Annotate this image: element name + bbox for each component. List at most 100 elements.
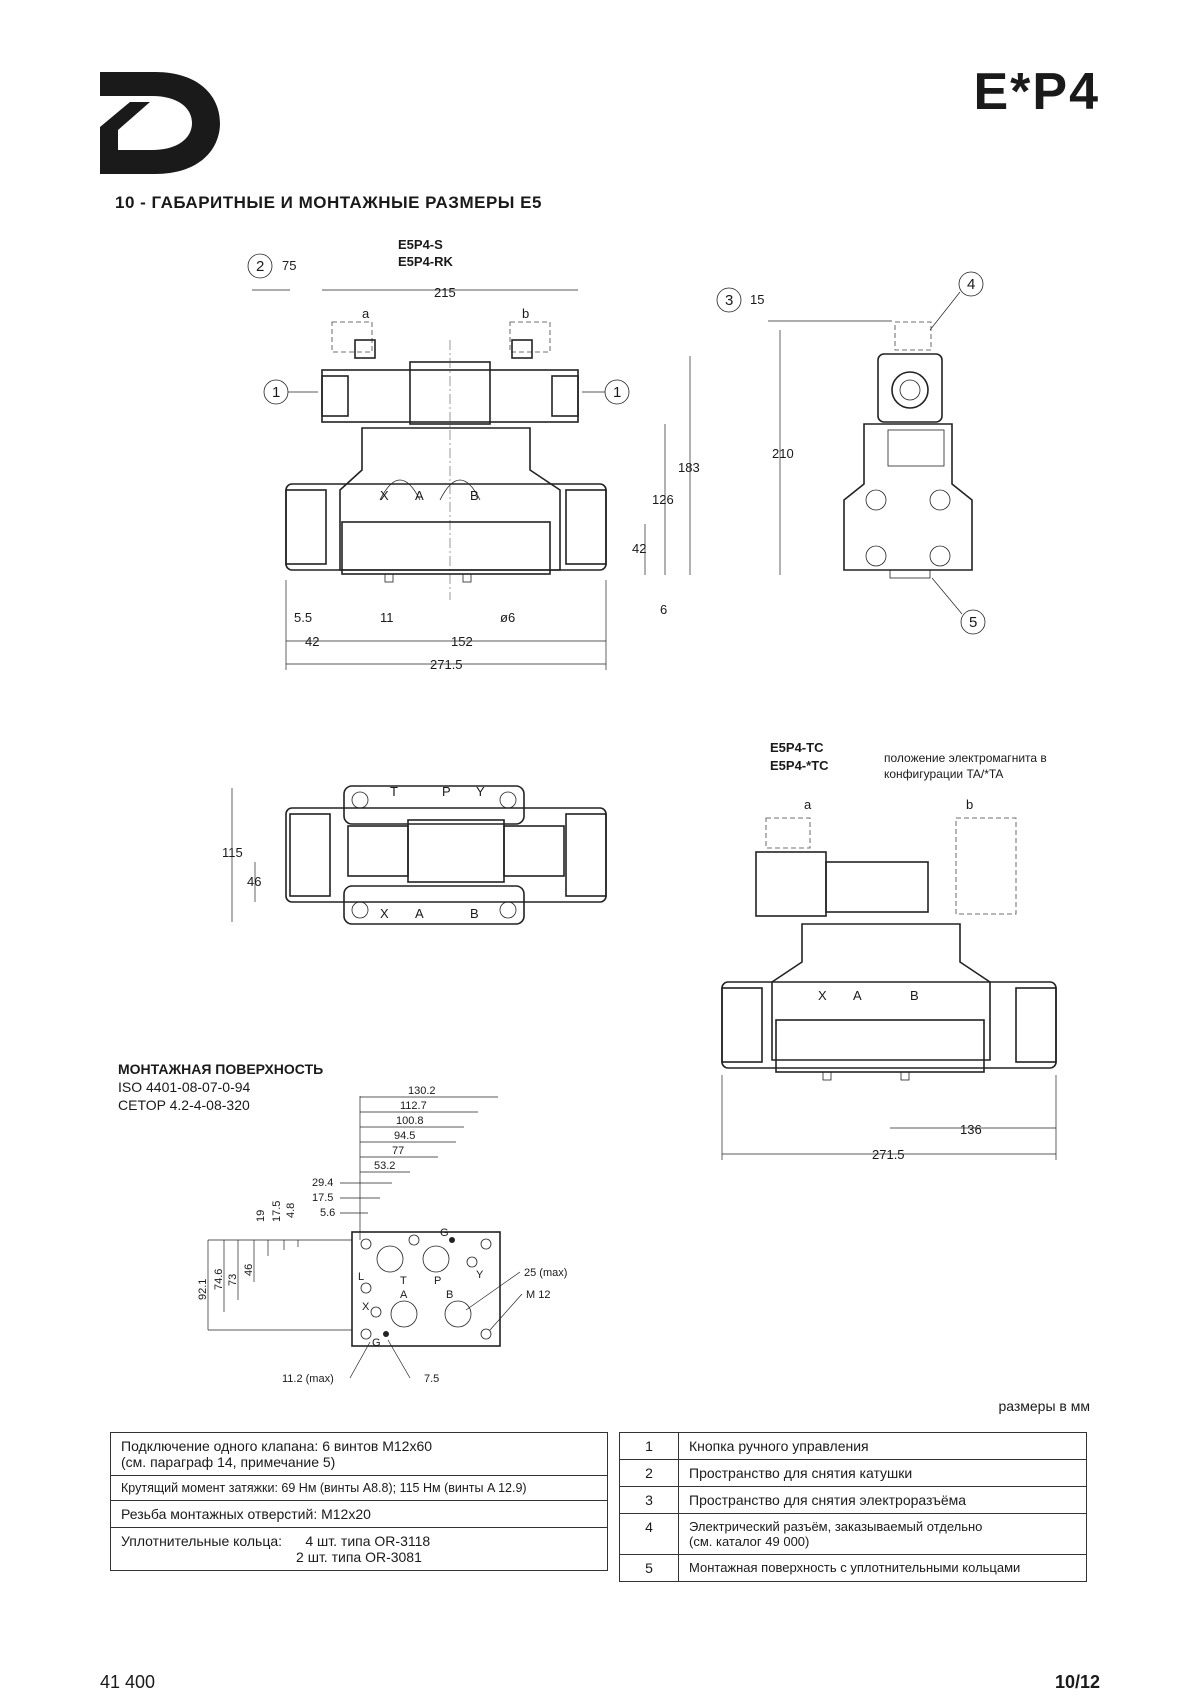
tc-note-line2: конфигурации TA/*TA [884,767,1003,781]
note-port-max: 25 (max) [524,1267,567,1279]
solenoid-b-label: b [522,306,529,321]
vdim-0: 19 [255,1210,267,1222]
mounting-cetop: CETOP 4.2-4-08-320 [118,1097,250,1113]
tc-solenoid-a: a [804,797,812,812]
plate-label-t: T [400,1275,407,1287]
hdim-7: 17.5 [312,1192,333,1204]
legend-text: Пространство для снятия электроразъёма [678,1486,1087,1514]
vdim-6: 46 [243,1264,255,1276]
plate-label-y: Y [476,1269,484,1281]
legend-text: Электрический разъём, заказываемый отдел… [678,1513,1087,1555]
units-note: размеры в мм [998,1398,1090,1414]
info-row-screws: Подключение одного клапана: 6 винтов M12… [110,1432,608,1476]
vdim-1: 17.5 [271,1201,283,1222]
tc-view: E5P4-TC E5P4-*TC положение электромагнит… [721,740,1057,1162]
front-port-b: B [470,488,479,503]
plate-label-a: A [400,1289,408,1301]
front-port-a: A [415,488,424,503]
side-view: 3 15 210 4 5 [716,271,986,635]
top-port-a: A [415,906,424,921]
dim-left-offset: 42 [305,634,319,649]
legend-num: 4 [619,1513,679,1555]
callout-3: 3 [725,292,733,309]
legend-num: 2 [619,1459,679,1487]
solenoid-a-label: a [362,306,370,321]
dim-pin-spacing: 11 [380,610,394,625]
plate-label-p: P [434,1275,441,1287]
top-port-p: P [442,784,451,799]
note-pin-dim: 7.5 [424,1373,439,1385]
dim-top-width: 115 [222,845,243,860]
hdim-6: 29.4 [312,1177,333,1189]
tc-note-line1: положение электромагнита в [884,751,1047,765]
mounting-iso: ISO 4401-08-07-0-94 [118,1079,251,1095]
hdim-1: 112.7 [400,1100,427,1112]
tc-port-a: A [853,988,862,1003]
front-view: E5P4-S E5P4-RK 2 75 215 a b 1 1 [247,237,700,672]
legend-text: Пространство для снятия катушки [678,1459,1087,1487]
duplomatic-logo [100,72,220,174]
hdim-0: 130.2 [408,1085,436,1097]
technical-drawing: E5P4-S E5P4-RK 2 75 215 a b 1 1 [118,237,1057,1385]
dim-height-port: 42 [632,541,646,556]
callout-1-left: 1 [272,384,280,401]
mounting-title: МОНТАЖНАЯ ПОВЕРХНОСТЬ [118,1061,323,1077]
callout-4: 4 [967,276,975,293]
top-port-y: Y [476,784,485,799]
dim-side-height: 210 [772,446,794,461]
callout-circle-2 [247,253,273,279]
front-model-1: E5P4-S [398,237,443,252]
model-code: E*P4 [973,63,1100,121]
hdim-2: 100.8 [396,1115,424,1127]
page-number: 10/12 [1054,1672,1100,1692]
tc-solenoid-b: b [966,797,973,812]
front-model-2: E5P4-RK [398,254,454,269]
info-row-thread: Резьба монтажных отверстий: M12x20 [110,1500,608,1528]
plate-label-l: L [358,1271,364,1283]
tc-port-b: B [910,988,919,1003]
dim-top-offset: 46 [247,874,261,889]
callout-1-right: 1 [613,384,621,401]
legend-num: 1 [619,1432,679,1460]
dim-height-total: 183 [678,460,700,475]
top-view: 115 46 T P Y X A B [222,784,607,925]
dim-mounting-length: 152 [451,634,473,649]
dim-coil-width: 215 [434,285,456,300]
dim-total-length: 271.5 [430,657,463,672]
callout-5: 5 [969,614,977,631]
dim-tc-offset: 136 [960,1122,982,1137]
info-row-torque: Крутящий момент затяжки: 69 Нм (винты A8… [110,1475,608,1501]
plate-label-x: X [362,1301,370,1313]
callout-2: 2 [256,258,264,275]
hdim-4: 77 [392,1145,404,1157]
top-port-t: T [390,784,398,799]
legend-num: 3 [619,1486,679,1514]
dim-height-body: 126 [652,492,674,507]
dim-pin: 6 [660,602,667,617]
vdim-2: 4.8 [285,1203,297,1218]
tc-model-2: E5P4-*TC [770,758,829,773]
hdim-5: 53.2 [374,1160,395,1172]
dim-pin-diameter: ø6 [500,610,515,625]
mounting-info-table: Подключение одного клапана: 6 винтов M12… [110,1432,608,1571]
hdim-8: 5.6 [320,1207,335,1219]
info-row-orings: Уплотнительные кольца: 4 шт. типа OR-311… [110,1527,608,1571]
note-pin-max: 11.2 (max) [282,1373,334,1385]
legend-table: 1 Кнопка ручного управления 2 Пространст… [619,1432,1087,1582]
legend-text: Кнопка ручного управления [678,1432,1087,1460]
vdim-4: 74.6 [213,1269,225,1290]
front-port-x: X [380,488,389,503]
tc-model-1: E5P4-TC [770,740,824,755]
tc-port-x: X [818,988,827,1003]
legend-text: Монтажная поверхность с уплотнительными … [678,1554,1087,1582]
plate-label-g-bottom: G [372,1337,381,1349]
section-title: 10 - ГАБАРИТНЫЕ И МОНТАЖНЫЕ РАЗМЕРЫ E5 [115,193,542,212]
top-port-b: B [470,906,479,921]
top-port-x: X [380,906,389,921]
note-thread: M 12 [526,1289,550,1301]
dim-connector-removal: 15 [750,292,764,307]
plate-label-b: B [446,1289,453,1301]
dim-pin-offset: 5.5 [294,610,312,625]
plate-label-g-top: G [440,1227,449,1239]
document-number: 41 400 [100,1672,156,1692]
